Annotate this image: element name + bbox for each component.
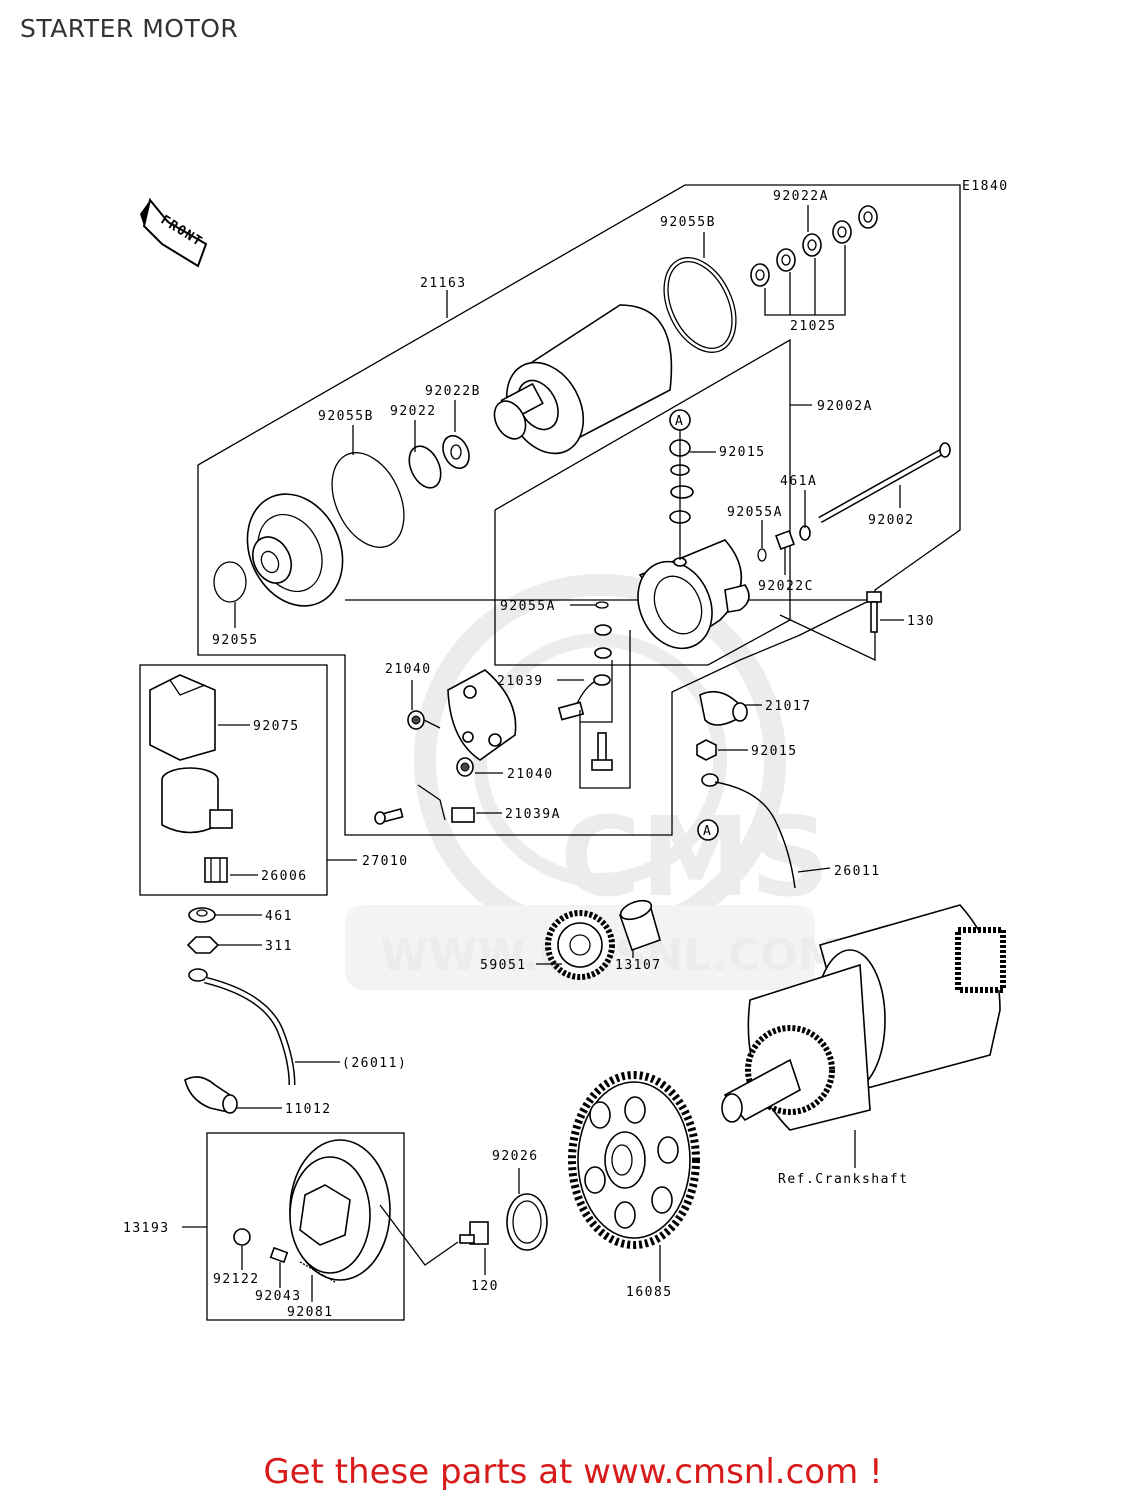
washer-stack bbox=[669, 439, 694, 567]
label-92015-top: 92015 bbox=[719, 445, 766, 460]
label-92022A: 92022A bbox=[773, 189, 829, 204]
nut-311 bbox=[186, 936, 220, 954]
starter-clutch bbox=[289, 1139, 391, 1281]
label-21025: 21025 bbox=[790, 319, 837, 334]
spring-21040-top bbox=[407, 710, 441, 730]
label-92015-mid: 92015 bbox=[751, 744, 798, 759]
label-16085: 16085 bbox=[626, 1285, 673, 1300]
label-92002A: 92002A bbox=[817, 399, 873, 414]
label-92022: 92022 bbox=[390, 404, 437, 419]
label-120: 120 bbox=[471, 1279, 499, 1294]
relay-frame-27010 bbox=[139, 664, 328, 896]
label-311: 311 bbox=[265, 939, 293, 954]
o-ring-92055B-top bbox=[663, 257, 737, 353]
label-13107: 13107 bbox=[615, 958, 662, 973]
label-26006: 26006 bbox=[261, 869, 308, 884]
brush-plate bbox=[447, 669, 517, 761]
washer-461A bbox=[799, 525, 811, 541]
rear-cover bbox=[637, 539, 750, 650]
starter-yoke bbox=[493, 304, 673, 455]
washer-set-21025 bbox=[750, 205, 878, 287]
label-21039: 21039 bbox=[497, 674, 544, 689]
idle-gear-59051 bbox=[545, 910, 615, 980]
cable-26011 bbox=[701, 773, 796, 889]
relay-cover-92075 bbox=[149, 674, 216, 761]
bolt-120 bbox=[459, 1221, 489, 1245]
label-92055A-mid: 92055A bbox=[500, 599, 556, 614]
label-461: 461 bbox=[265, 909, 293, 924]
front-arrow-icon: FRONT bbox=[140, 197, 208, 268]
label-92002: 92002 bbox=[868, 513, 915, 528]
marker-a-mid-label: A bbox=[703, 824, 712, 839]
terminal-cap-21017 bbox=[699, 690, 748, 726]
label-92055: 92055 bbox=[212, 633, 259, 648]
label-21163: 21163 bbox=[420, 276, 467, 291]
o-ring-92055A-right bbox=[757, 548, 767, 562]
label-92055B-left: 92055B bbox=[318, 409, 374, 424]
label-92022C: 92022C bbox=[758, 579, 814, 594]
marker-a-top-label: A bbox=[675, 414, 684, 429]
crankshaft bbox=[721, 904, 1006, 1131]
label-92022B: 92022B bbox=[425, 384, 481, 399]
label-92055A-right: 92055A bbox=[727, 505, 783, 520]
label-27010: 27010 bbox=[362, 854, 409, 869]
nut-92015-mid bbox=[696, 739, 717, 761]
label-92075: 92075 bbox=[253, 719, 300, 734]
spring-21040-mid bbox=[456, 757, 474, 777]
label-59051: 59051 bbox=[480, 958, 527, 973]
roller-92122 bbox=[233, 1228, 251, 1246]
cable-26011-left bbox=[188, 968, 296, 1086]
terminal-bolt bbox=[591, 732, 613, 771]
through-bolt-92002 bbox=[818, 442, 951, 524]
brush-21039 bbox=[557, 674, 611, 721]
insulator-92022C bbox=[775, 530, 795, 550]
label-92081: 92081 bbox=[287, 1305, 334, 1320]
label-13193: 13193 bbox=[123, 1221, 170, 1236]
label-92055B-top: 92055B bbox=[660, 215, 716, 230]
bolt-130 bbox=[866, 591, 882, 633]
footer-link[interactable]: Get these parts at www.cmsnl.com ! bbox=[263, 1452, 883, 1492]
drawing-code: E1840 bbox=[962, 179, 1009, 194]
watermark-brand: CMS bbox=[560, 793, 829, 921]
label-21040-mid: 21040 bbox=[507, 767, 554, 782]
starter-relay bbox=[161, 767, 233, 834]
o-ring-92055A-mid bbox=[595, 601, 609, 609]
label-92043: 92043 bbox=[255, 1289, 302, 1304]
label-26011-paren: (26011) bbox=[342, 1056, 407, 1071]
label-11012: 11012 bbox=[285, 1102, 332, 1117]
brush-21039A bbox=[417, 784, 475, 823]
label-21039A: 21039A bbox=[505, 807, 561, 822]
washer-92022B bbox=[442, 434, 470, 470]
terminal-11012 bbox=[184, 1076, 238, 1114]
label-130: 130 bbox=[907, 614, 935, 629]
screw bbox=[374, 808, 404, 825]
marker-a-top bbox=[669, 409, 691, 431]
label-461A: 461A bbox=[780, 474, 817, 489]
label-21017: 21017 bbox=[765, 699, 812, 714]
starter-gear-16085 bbox=[568, 1071, 700, 1249]
shaft-13107 bbox=[618, 899, 661, 952]
label-92122: 92122 bbox=[213, 1272, 260, 1287]
label-92026: 92026 bbox=[492, 1149, 539, 1164]
marker-a-mid bbox=[697, 819, 719, 841]
label-ref-crankshaft: Ref.Crankshaft bbox=[778, 1172, 909, 1187]
label-21040-top: 21040 bbox=[385, 662, 432, 677]
watermark: CMS WWW.CMSNL.COM bbox=[345, 574, 842, 990]
assembly-frame-92002A bbox=[494, 338, 791, 666]
page-title: STARTER MOTOR bbox=[20, 14, 239, 43]
fuse-26006 bbox=[204, 857, 228, 883]
cap-92043 bbox=[269, 1246, 289, 1264]
o-ring-92055B-left bbox=[331, 452, 405, 548]
plate-92022 bbox=[408, 445, 442, 489]
label-26011: 26011 bbox=[834, 864, 881, 879]
front-cover bbox=[246, 493, 344, 607]
o-ring-92055 bbox=[213, 561, 247, 603]
